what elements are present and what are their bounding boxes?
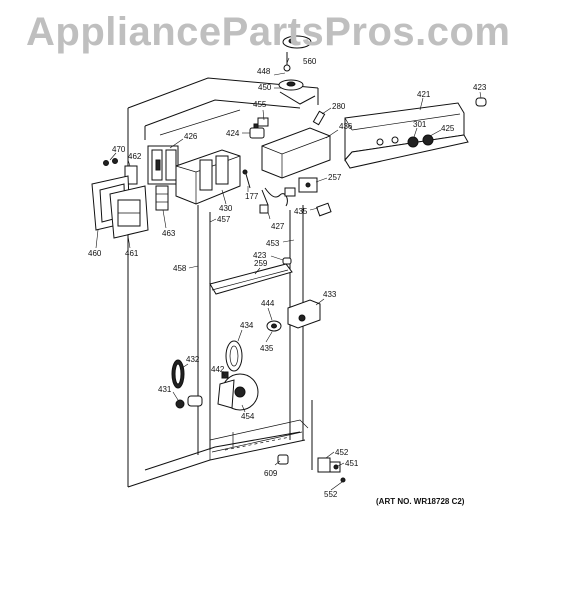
cap-609: [277, 454, 289, 465]
leader-lines: [95, 57, 482, 491]
callout-435-lower: 435: [260, 344, 274, 353]
socket-444: [266, 320, 282, 332]
fan-assembly-442: [217, 371, 259, 411]
callout-460: 460: [88, 249, 102, 258]
callout-427: 427: [271, 222, 285, 231]
air-duct-430: [175, 149, 241, 205]
callout-444: 444: [261, 299, 275, 308]
insulation-463: [155, 185, 169, 211]
callout-442: 442: [211, 365, 225, 374]
callout-470: 470: [112, 145, 126, 154]
callout-462: 462: [128, 152, 142, 161]
callout-259: 259: [254, 259, 268, 268]
bracket-433: [287, 299, 321, 329]
callout-451: 451: [345, 459, 359, 468]
callout-432: 432: [186, 355, 200, 364]
callout-552: 552: [324, 490, 338, 499]
callout-426: 426: [184, 132, 198, 141]
callout-421: 421: [417, 90, 431, 99]
callout-453: 453: [266, 239, 280, 248]
light-bulb-423-lower: [282, 257, 292, 265]
callout-431: 431: [158, 385, 172, 394]
callout-430: 430: [219, 204, 233, 213]
callout-177: 177: [245, 192, 259, 201]
callout-461: 461: [125, 249, 139, 258]
callout-454: 454: [241, 412, 255, 421]
callout-423-lower: 423: [253, 251, 267, 260]
control-box-436: [261, 127, 331, 179]
callout-452: 452: [335, 448, 349, 457]
callout-labels: 560 448 450 455 280 421 423 436 301 425 …: [88, 57, 487, 499]
callout-423-upper: 423: [473, 83, 487, 92]
callout-458: 458: [173, 264, 187, 273]
callout-436: 436: [339, 122, 353, 131]
lamp-socket-455: [257, 117, 269, 127]
callout-424: 424: [226, 129, 240, 138]
screws-470: [103, 158, 118, 166]
callout-435-upper: 435: [294, 207, 308, 216]
damper-control-assembly: [278, 35, 316, 105]
callout-457: 457: [217, 215, 231, 224]
callout-455: 455: [253, 100, 267, 109]
callout-560: 560: [303, 57, 317, 66]
light-bulb-423: [475, 97, 487, 107]
relay-257: [298, 177, 318, 193]
gasket-432: [171, 359, 185, 389]
knob-431: [175, 395, 203, 409]
screw-177: [242, 169, 251, 189]
callout-280: 280: [332, 102, 346, 111]
callout-450: 450: [258, 83, 272, 92]
callout-463: 463: [162, 229, 176, 238]
callout-609: 609: [264, 469, 278, 478]
callout-301: 301: [413, 120, 427, 129]
light-shield-259: [209, 263, 293, 295]
control-housing-421: [344, 102, 469, 169]
evaporator-fan-bracket: [147, 145, 179, 185]
part-280: [312, 110, 326, 126]
grommet-434: [225, 340, 243, 372]
art-number-caption: (ART NO. WR18728 C2): [376, 497, 465, 506]
hinge-bracket-452: [317, 457, 346, 483]
callout-433: 433: [323, 290, 337, 299]
callout-448: 448: [257, 67, 271, 76]
callout-434: 434: [240, 321, 254, 330]
callout-425: 425: [441, 124, 455, 133]
site-watermark: AppliancePartsPros.com: [26, 10, 511, 54]
fan-motor-461: [109, 185, 149, 239]
callout-257: 257: [328, 173, 342, 182]
wire-harness-427: [259, 187, 296, 214]
clip-435-upper: [316, 202, 332, 217]
